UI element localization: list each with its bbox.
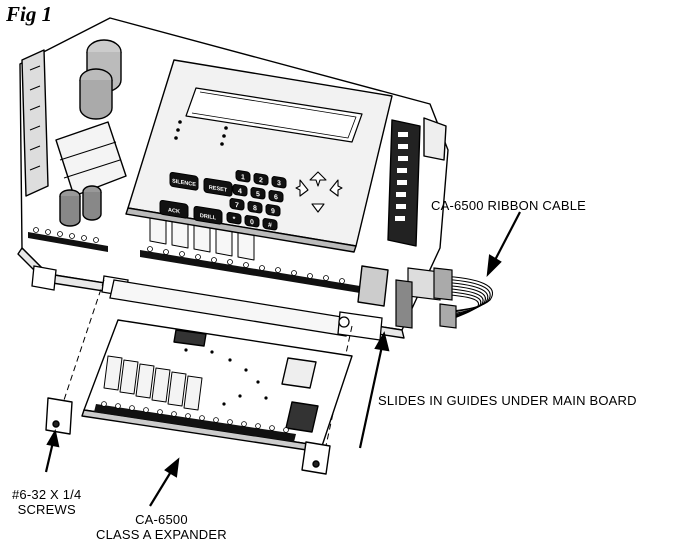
left-rail	[21, 49, 49, 197]
function-key-label: SILENCE	[172, 178, 196, 188]
label-screws-line1: #6-32 X 1/4	[12, 487, 82, 502]
expander-relays	[103, 355, 203, 411]
terminal-strip-expander	[94, 404, 296, 442]
label-expander: CA-6500 CLASS A EXPANDER	[96, 512, 227, 542]
digit-key-label: 9	[271, 208, 275, 216]
digit-key-label: 3	[277, 180, 281, 188]
digit-key: 8	[247, 201, 263, 214]
arrow-expander	[149, 457, 180, 507]
function-key: DRILL	[193, 206, 223, 225]
digit-key: 6	[268, 190, 284, 203]
digit-key: 3	[271, 176, 287, 189]
digit-key: 0	[244, 215, 260, 228]
terminal-strip-main	[28, 232, 360, 293]
digit-key-label: #	[268, 222, 272, 230]
digit-key: #	[262, 218, 278, 231]
label-slides-in-guides: SLIDES IN GUIDES UNDER MAIN BOARD	[378, 393, 637, 408]
digit-key-label: 5	[256, 191, 260, 199]
label-screws: #6-32 X 1/4 SCREWS	[12, 487, 81, 517]
callout-arrows	[44, 211, 521, 507]
function-key: ACK	[159, 199, 189, 219]
digit-key: 5	[250, 187, 266, 200]
ribbon-connectors	[395, 267, 457, 329]
digit-key: 7	[229, 198, 245, 211]
function-key: SILENCE	[169, 171, 199, 191]
digit-key-label: 6	[274, 194, 278, 202]
function-key-label: ACK	[168, 207, 180, 215]
figure-title: Fig 1	[6, 2, 53, 26]
digit-keys: 1 2 3 4 5 6 7 8 9 * 0 #	[226, 170, 287, 231]
arrow-slides	[358, 331, 390, 449]
digit-key: *	[226, 212, 242, 225]
digit-key-label: *	[233, 216, 236, 223]
digit-key-label: 1	[241, 174, 245, 182]
keypad-panel	[125, 59, 393, 253]
label-ribbon-cable: CA-6500 RIBBON CABLE	[431, 198, 587, 213]
label-expander-line2: CLASS A EXPANDER	[96, 527, 227, 542]
digit-key-label: 4	[238, 188, 242, 196]
digit-key: 1	[235, 170, 251, 183]
digit-key: 4	[232, 184, 248, 197]
direction-pad	[295, 171, 343, 213]
transformer	[55, 121, 127, 197]
digit-key-label: 0	[250, 219, 254, 227]
digit-key: 9	[265, 204, 281, 217]
function-key: RESET	[203, 178, 233, 197]
digit-key-label: 2	[259, 177, 263, 185]
arrow-screws	[44, 428, 60, 473]
function-key-label: DRILL	[200, 213, 217, 222]
indicator-leds	[174, 120, 228, 146]
digit-key-label: 7	[235, 202, 239, 210]
expander-bracket-left	[45, 397, 73, 435]
expander-header	[173, 329, 207, 347]
terminal-screws-expander	[101, 401, 289, 433]
relays-main	[149, 211, 255, 261]
function-keys: SILENCE RESET ACK DRILL	[159, 171, 233, 225]
terminal-screws-main	[33, 227, 345, 284]
lcd-display	[185, 87, 363, 143]
ribbon-header	[357, 265, 389, 307]
expander-board	[45, 319, 353, 475]
digit-key-label: 8	[253, 205, 257, 213]
label-expander-line1: CA-6500	[135, 512, 188, 527]
arrow-ribbon-cable	[486, 211, 521, 277]
digit-key: 2	[253, 173, 269, 186]
expander-bracket-right	[301, 441, 331, 475]
mounting-guides	[31, 265, 383, 341]
guide-rail	[109, 279, 349, 337]
label-screws-line2: SCREWS	[17, 502, 76, 517]
function-key-label: RESET	[209, 185, 228, 194]
